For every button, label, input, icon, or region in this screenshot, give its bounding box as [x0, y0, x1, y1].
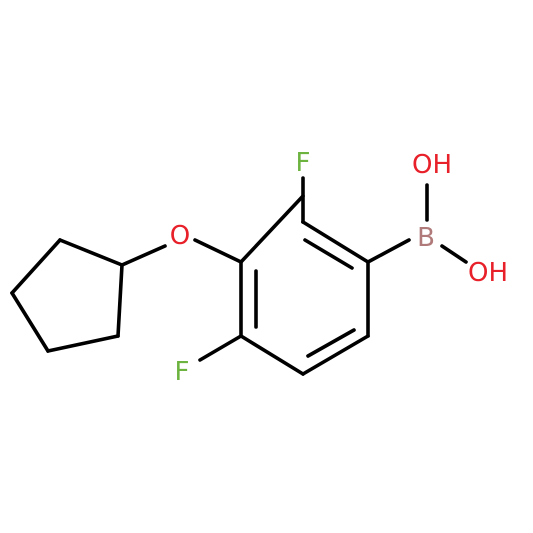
- double-bond-inner-bottom: [306, 328, 356, 358]
- bond-boron-to-oh-bottom: [440, 244, 468, 264]
- hydroxyl-top-label: OH: [412, 150, 452, 180]
- bond-cp1-cp2: [58, 238, 124, 267]
- bond-o-to-cyclopentyl: [120, 244, 167, 267]
- bond-c1-c2: [239, 194, 305, 264]
- boron-label: B: [417, 223, 435, 253]
- benzene-ring: [239, 194, 370, 376]
- bond-ring-to-o: [193, 238, 243, 264]
- atom-labels: F O F B OH OH: [170, 148, 508, 387]
- bond-c3-c4: [239, 334, 305, 376]
- ether-oxygen-label: O: [170, 221, 190, 251]
- hydroxyl-bottom-label: OH: [468, 258, 508, 288]
- bond-c4-c5: [301, 334, 370, 376]
- fluorine-bottom-label: F: [175, 357, 190, 387]
- bond-cp2-cp3: [10, 238, 62, 295]
- bond-cp5-cp1: [116, 263, 124, 338]
- bond-cp3-cp4: [10, 291, 50, 353]
- bond-cp4-cp5: [46, 334, 120, 353]
- bond-ring-to-f-bottom: [198, 334, 243, 362]
- bond-c6-c1: [301, 220, 370, 264]
- double-bond-inner-top: [303, 238, 354, 270]
- bond-ring-to-boron: [366, 238, 411, 264]
- substituent-bonds: [120, 176, 468, 362]
- fluorine-top-label: F: [296, 148, 311, 178]
- cyclopentyl-ring: [10, 238, 124, 353]
